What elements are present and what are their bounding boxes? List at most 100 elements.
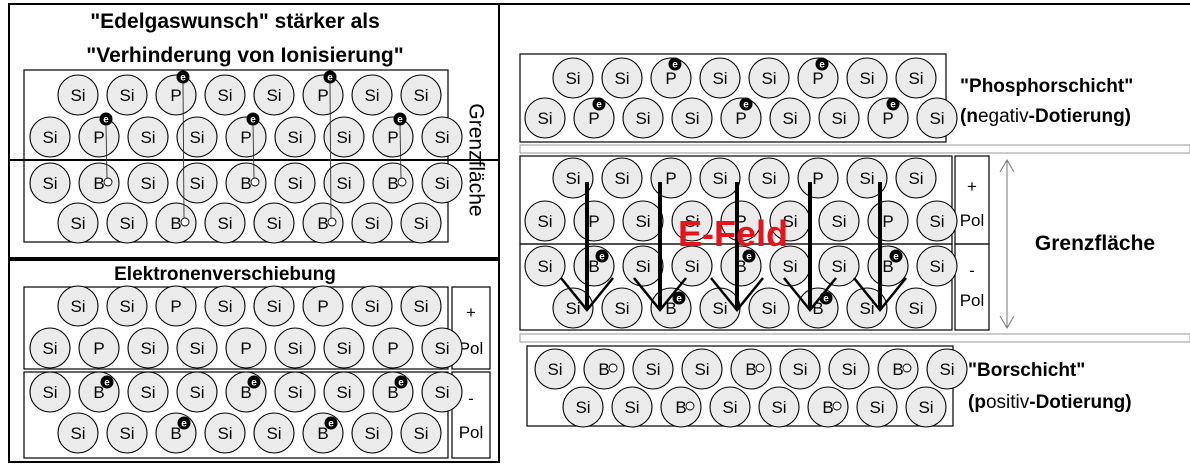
svg-text:e: e bbox=[743, 100, 749, 111]
svg-text:Si: Si bbox=[70, 424, 85, 443]
electron-icon: e bbox=[246, 112, 260, 126]
atom-p: P bbox=[867, 200, 909, 242]
atom-si: Si bbox=[253, 285, 295, 327]
svg-text:Si: Si bbox=[42, 383, 57, 402]
atom-si: Si bbox=[29, 162, 71, 204]
svg-text:B: B bbox=[240, 383, 251, 402]
atom-b: B bbox=[155, 412, 197, 454]
svg-text:B: B bbox=[882, 257, 893, 276]
atom-si: Si bbox=[351, 74, 393, 116]
atom-si: Si bbox=[127, 327, 169, 369]
atom-si: Si bbox=[274, 116, 316, 158]
svg-text:Si: Si bbox=[413, 424, 428, 443]
electron-icon: e bbox=[99, 112, 113, 126]
phosphor-sub-paren: ( bbox=[960, 106, 967, 127]
atom-b: B bbox=[573, 245, 615, 287]
bor-label: "Borschicht" bbox=[968, 360, 1085, 381]
svg-text:B: B bbox=[387, 174, 398, 193]
atom-b: B bbox=[583, 348, 625, 390]
hole-icon bbox=[397, 177, 407, 187]
svg-text:Si: Si bbox=[614, 299, 629, 318]
atom-si: Si bbox=[769, 97, 811, 139]
svg-text:Si: Si bbox=[869, 398, 884, 417]
svg-text:Si: Si bbox=[929, 212, 944, 231]
electron-icon: e bbox=[668, 57, 682, 71]
atom-p: P bbox=[797, 157, 839, 199]
svg-text:Si: Si bbox=[266, 424, 281, 443]
efield-label: E-Feld bbox=[678, 213, 788, 254]
right-minus-pol: Pol bbox=[960, 291, 985, 310]
svg-text:e: e bbox=[893, 252, 899, 263]
atom-b: B bbox=[807, 386, 849, 428]
atom-si: Si bbox=[748, 157, 790, 199]
svg-text:Si: Si bbox=[336, 128, 351, 147]
atom-b: B bbox=[78, 371, 120, 413]
svg-text:e: e bbox=[823, 294, 829, 305]
svg-text:P: P bbox=[170, 86, 181, 105]
atom-si: Si bbox=[524, 97, 566, 139]
atom-b: B bbox=[302, 202, 344, 244]
svg-text:Si: Si bbox=[119, 424, 134, 443]
svg-text:Si: Si bbox=[413, 86, 428, 105]
svg-text:P: P bbox=[588, 109, 599, 128]
atom-si: Si bbox=[818, 245, 860, 287]
atom-si: Si bbox=[57, 285, 99, 327]
atom-p: P bbox=[78, 116, 120, 158]
svg-text:B: B bbox=[745, 360, 756, 379]
atom-si: Si bbox=[856, 386, 898, 428]
svg-text:Si: Si bbox=[364, 214, 379, 233]
svg-text:Si: Si bbox=[434, 128, 449, 147]
svg-text:Si: Si bbox=[140, 128, 155, 147]
svg-text:Si: Si bbox=[42, 128, 57, 147]
atom-si: Si bbox=[204, 202, 246, 244]
svg-text:Si: Si bbox=[908, 169, 923, 188]
atom-si: Si bbox=[176, 162, 218, 204]
atom-si: Si bbox=[622, 245, 664, 287]
electron-icon: e bbox=[592, 97, 606, 111]
svg-text:Si: Si bbox=[918, 398, 933, 417]
atom-p: P bbox=[797, 57, 839, 99]
atom-si: Si bbox=[274, 162, 316, 204]
svg-text:Si: Si bbox=[287, 339, 302, 358]
atom-si: Si bbox=[421, 162, 463, 204]
svg-text:P: P bbox=[812, 169, 823, 188]
svg-text:B: B bbox=[822, 398, 833, 417]
svg-text:Si: Si bbox=[119, 297, 134, 316]
atom-si: Si bbox=[127, 116, 169, 158]
atom-si: Si bbox=[699, 157, 741, 199]
atom-p: P bbox=[155, 74, 197, 116]
atom-si: Si bbox=[828, 348, 870, 390]
svg-text:Si: Si bbox=[831, 212, 846, 231]
left-bottom-plus-pol: Pol bbox=[459, 339, 484, 358]
electron-icon: e bbox=[886, 97, 900, 111]
svg-text:P: P bbox=[387, 339, 398, 358]
svg-text:Si: Si bbox=[684, 257, 699, 276]
atom-p: P bbox=[372, 116, 414, 158]
atom-si: Si bbox=[601, 157, 643, 199]
svg-text:e: e bbox=[672, 60, 678, 71]
hole-icon bbox=[755, 363, 765, 373]
atom-si: Si bbox=[611, 386, 653, 428]
left-bottom-n-layer-box bbox=[23, 286, 449, 370]
svg-text:Si: Si bbox=[859, 169, 874, 188]
svg-text:e: e bbox=[103, 115, 109, 126]
electron-path-line bbox=[252, 124, 255, 179]
atom-b: B bbox=[730, 348, 772, 390]
svg-text:B: B bbox=[317, 214, 328, 233]
svg-text:e: e bbox=[397, 115, 403, 126]
atom-si: Si bbox=[905, 386, 947, 428]
atom-si: Si bbox=[622, 97, 664, 139]
svg-text:Si: Si bbox=[782, 257, 797, 276]
atom-si: Si bbox=[758, 386, 800, 428]
svg-text:P: P bbox=[93, 339, 104, 358]
atom-si: Si bbox=[106, 285, 148, 327]
atom-b: B bbox=[660, 386, 702, 428]
atom-si: Si bbox=[534, 348, 576, 390]
atom-si: Si bbox=[29, 371, 71, 413]
bor-sublabel: (positiv-Dotierung) bbox=[968, 392, 1132, 413]
svg-text:P: P bbox=[387, 128, 398, 147]
svg-text:Si: Si bbox=[434, 383, 449, 402]
hole-icon bbox=[902, 363, 912, 373]
svg-text:B: B bbox=[240, 174, 251, 193]
